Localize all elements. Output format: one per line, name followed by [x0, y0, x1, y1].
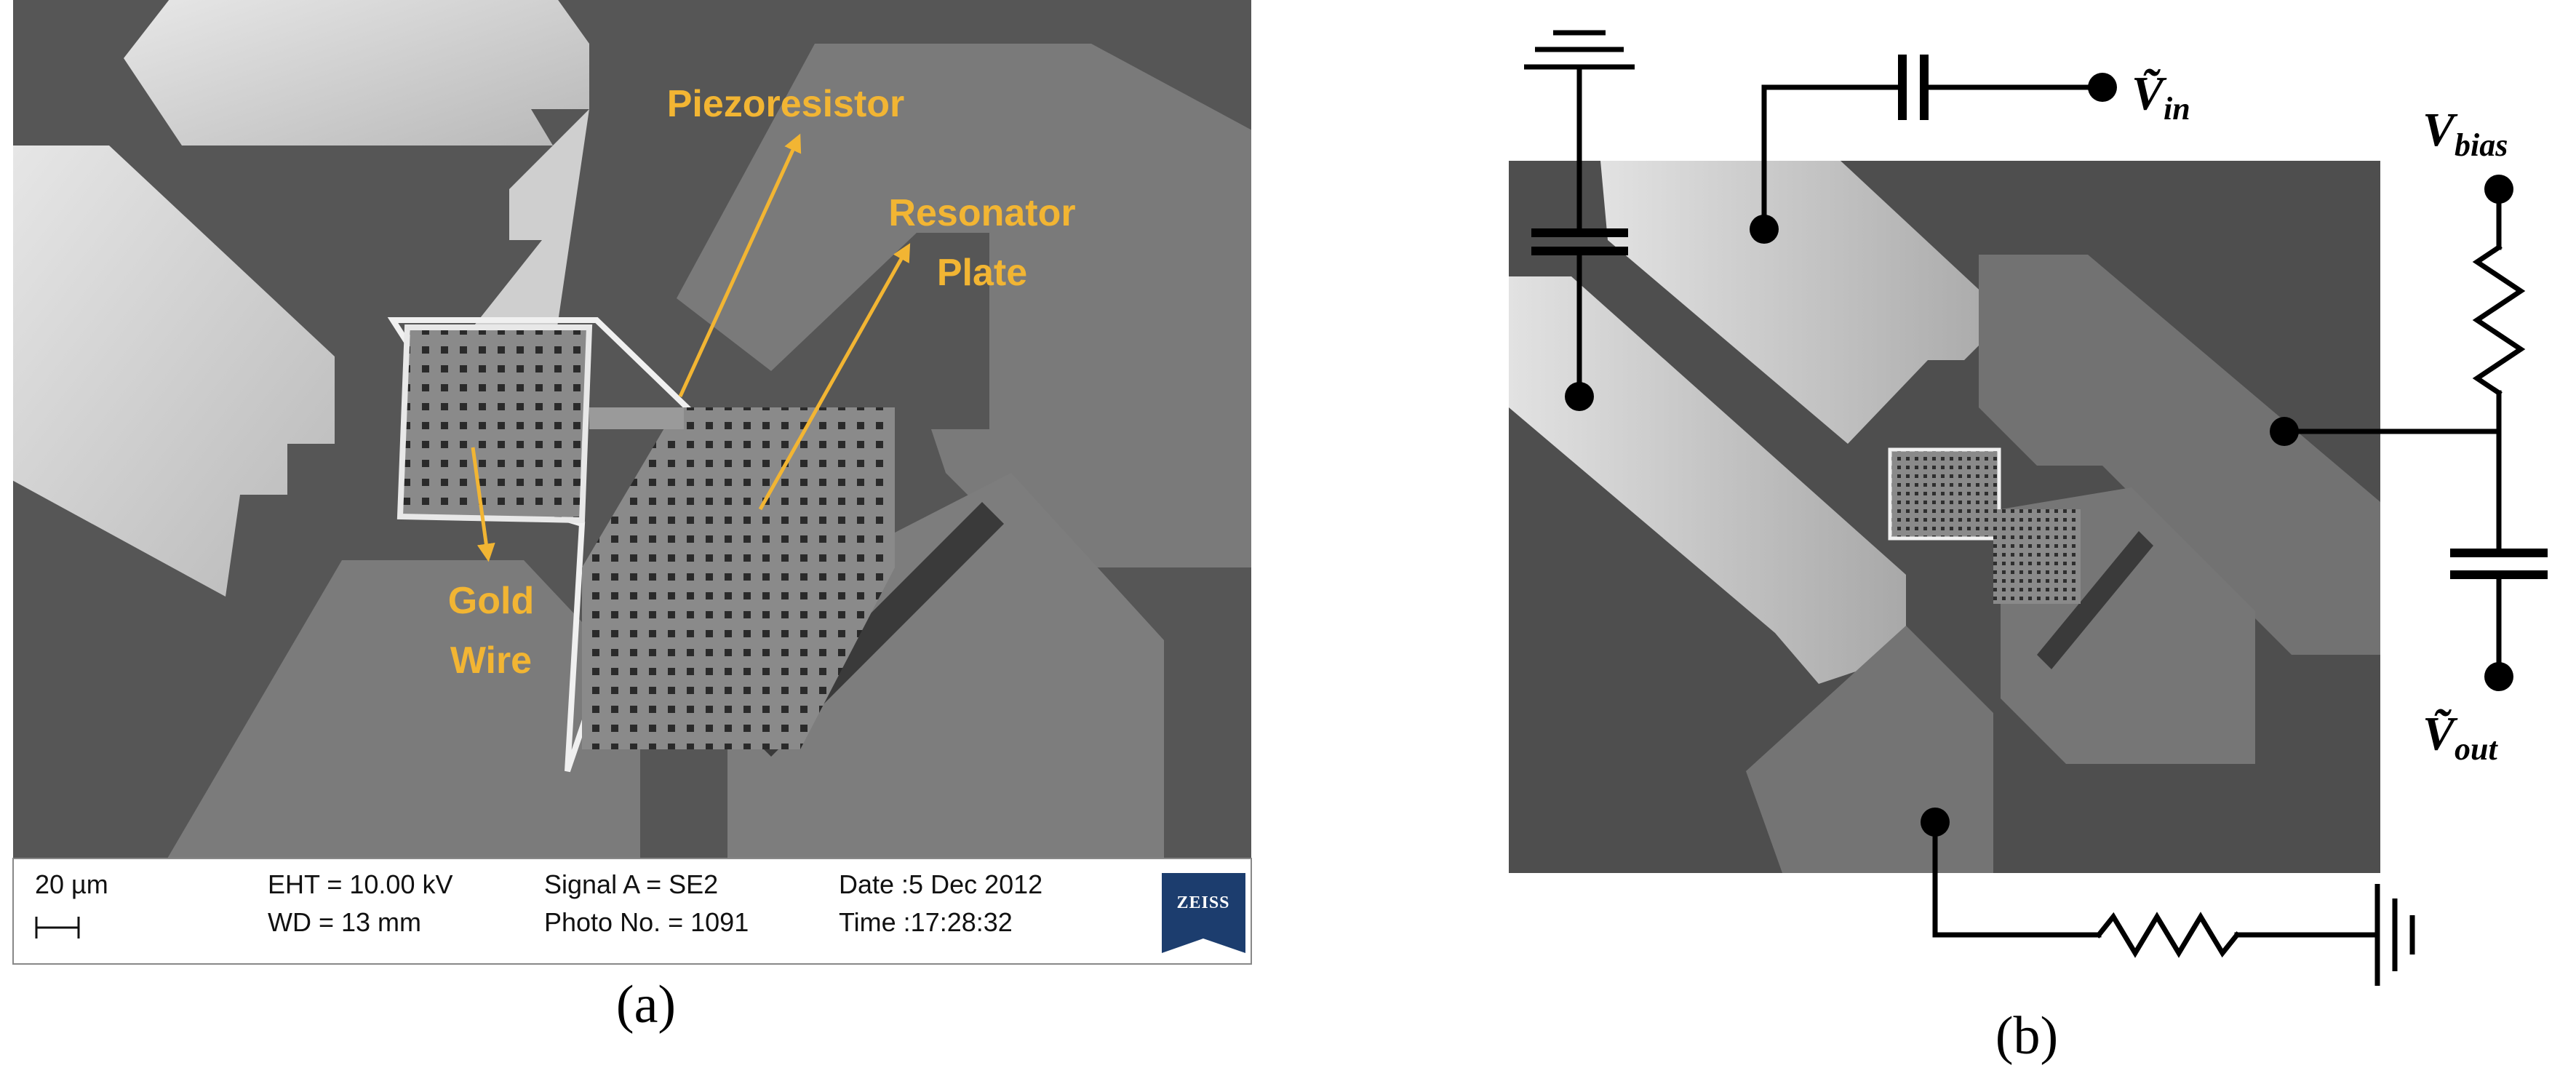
node-vout — [2484, 662, 2513, 691]
time-value: Time :17:28:32 — [839, 907, 1013, 937]
wire-input-a — [1761, 84, 1902, 232]
label-resonator-line1: Resonator — [888, 192, 1075, 234]
node-right-electrode — [2270, 417, 2299, 446]
resonator-arrow — [758, 243, 911, 511]
electrode-right — [677, 44, 1251, 567]
ground-top-icon — [1524, 30, 1635, 70]
panel-b: Ṽin Vbias Ṽout — [1509, 30, 2548, 1066]
photo-number: Photo No. = 1091 — [544, 907, 749, 937]
slot-b — [2037, 531, 2153, 669]
beam — [589, 407, 684, 429]
electrode-upper — [1600, 161, 2008, 444]
sub-label-a: (a) — [616, 975, 676, 1035]
electrode-bottom-left — [167, 560, 640, 858]
circuit: Ṽin Vbias Ṽout — [1524, 30, 2548, 986]
plate-left-b — [1888, 447, 2001, 541]
sem-info-bar: 20 µm EHT = 10.00 kV WD = 13 mm Signal A… — [12, 858, 1252, 965]
scale-label: 20 µm — [35, 869, 108, 899]
label-piezoresistor: Piezoresistor — [667, 83, 905, 125]
perforated-plate-left — [396, 324, 593, 524]
plate-right-b — [1993, 509, 2081, 604]
wd-value: WD = 13 mm — [268, 907, 421, 937]
sem-device — [13, 0, 1251, 858]
signal-value: Signal A = SE2 — [544, 869, 718, 899]
device-sketch — [1509, 161, 2380, 873]
panel-a: Piezoresistor Resonator Plate Gold Wire … — [12, 0, 1252, 1035]
capacitor-output — [2450, 549, 2548, 579]
piezoresistor-arrow — [678, 133, 802, 398]
ground-bottom-icon — [2374, 884, 2415, 986]
scale-bar-icon — [35, 917, 80, 938]
resistor-load — [2095, 912, 2241, 958]
electrode-top — [124, 0, 589, 146]
label-v-in: Ṽin — [2132, 67, 2190, 127]
label-gold-line2: Wire — [450, 639, 532, 682]
label-v-out: Ṽout — [2423, 707, 2499, 767]
label-gold-line1: Gold — [448, 580, 534, 622]
svg-text:ZEISS: ZEISS — [1176, 893, 1229, 912]
perforated-plate-right — [582, 407, 895, 749]
gold-wire-arrow — [471, 447, 495, 562]
label-v-bias: Vbias — [2423, 103, 2508, 163]
sub-label-b: (b) — [1995, 1006, 2058, 1066]
wire-bottom-a — [1932, 819, 2102, 938]
electrode-lower — [1509, 276, 1906, 684]
resistor-bias — [2472, 244, 2526, 396]
eht-value: EHT = 10.00 kV — [268, 869, 452, 899]
electrode-left — [13, 146, 335, 597]
node-vin — [2088, 73, 2117, 102]
date-value: Date :5 Dec 2012 — [839, 869, 1042, 899]
node-lower-electrode — [1565, 382, 1594, 411]
label-resonator-line2: Plate — [937, 252, 1027, 294]
capacitor-input — [1898, 55, 1929, 120]
electrode-right-b — [1979, 255, 2380, 655]
zeiss-logo: ZEISS — [1162, 873, 1245, 953]
